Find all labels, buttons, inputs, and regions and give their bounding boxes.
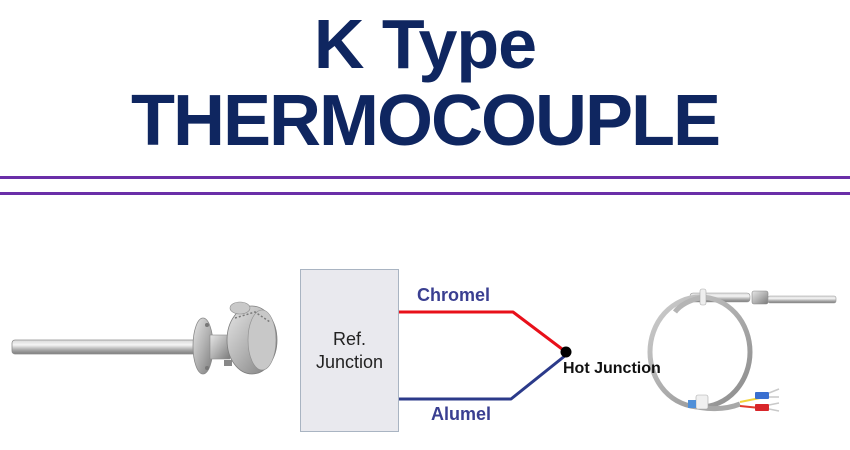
ref-junction-label-line1: Ref. [332,328,366,349]
divider-bottom [0,192,850,195]
title-k-type: K Type [313,5,537,83]
divider-top [0,176,850,179]
ref-junction-label-line2: Junction [315,351,384,372]
chromel-label: Chromel [417,285,491,305]
chromel-wire [353,310,567,354]
thermocouple-probe-illustration-right [647,288,837,412]
reference-junction-box: Ref. Junction [300,269,399,432]
alumel-wire [353,353,567,401]
alumel-label: Alumel [431,404,492,424]
hot-junction-label: Hot Junction [563,360,661,377]
hot-junction-dot [560,346,572,358]
title-thermocouple: THERMOCOUPLE [131,81,721,161]
